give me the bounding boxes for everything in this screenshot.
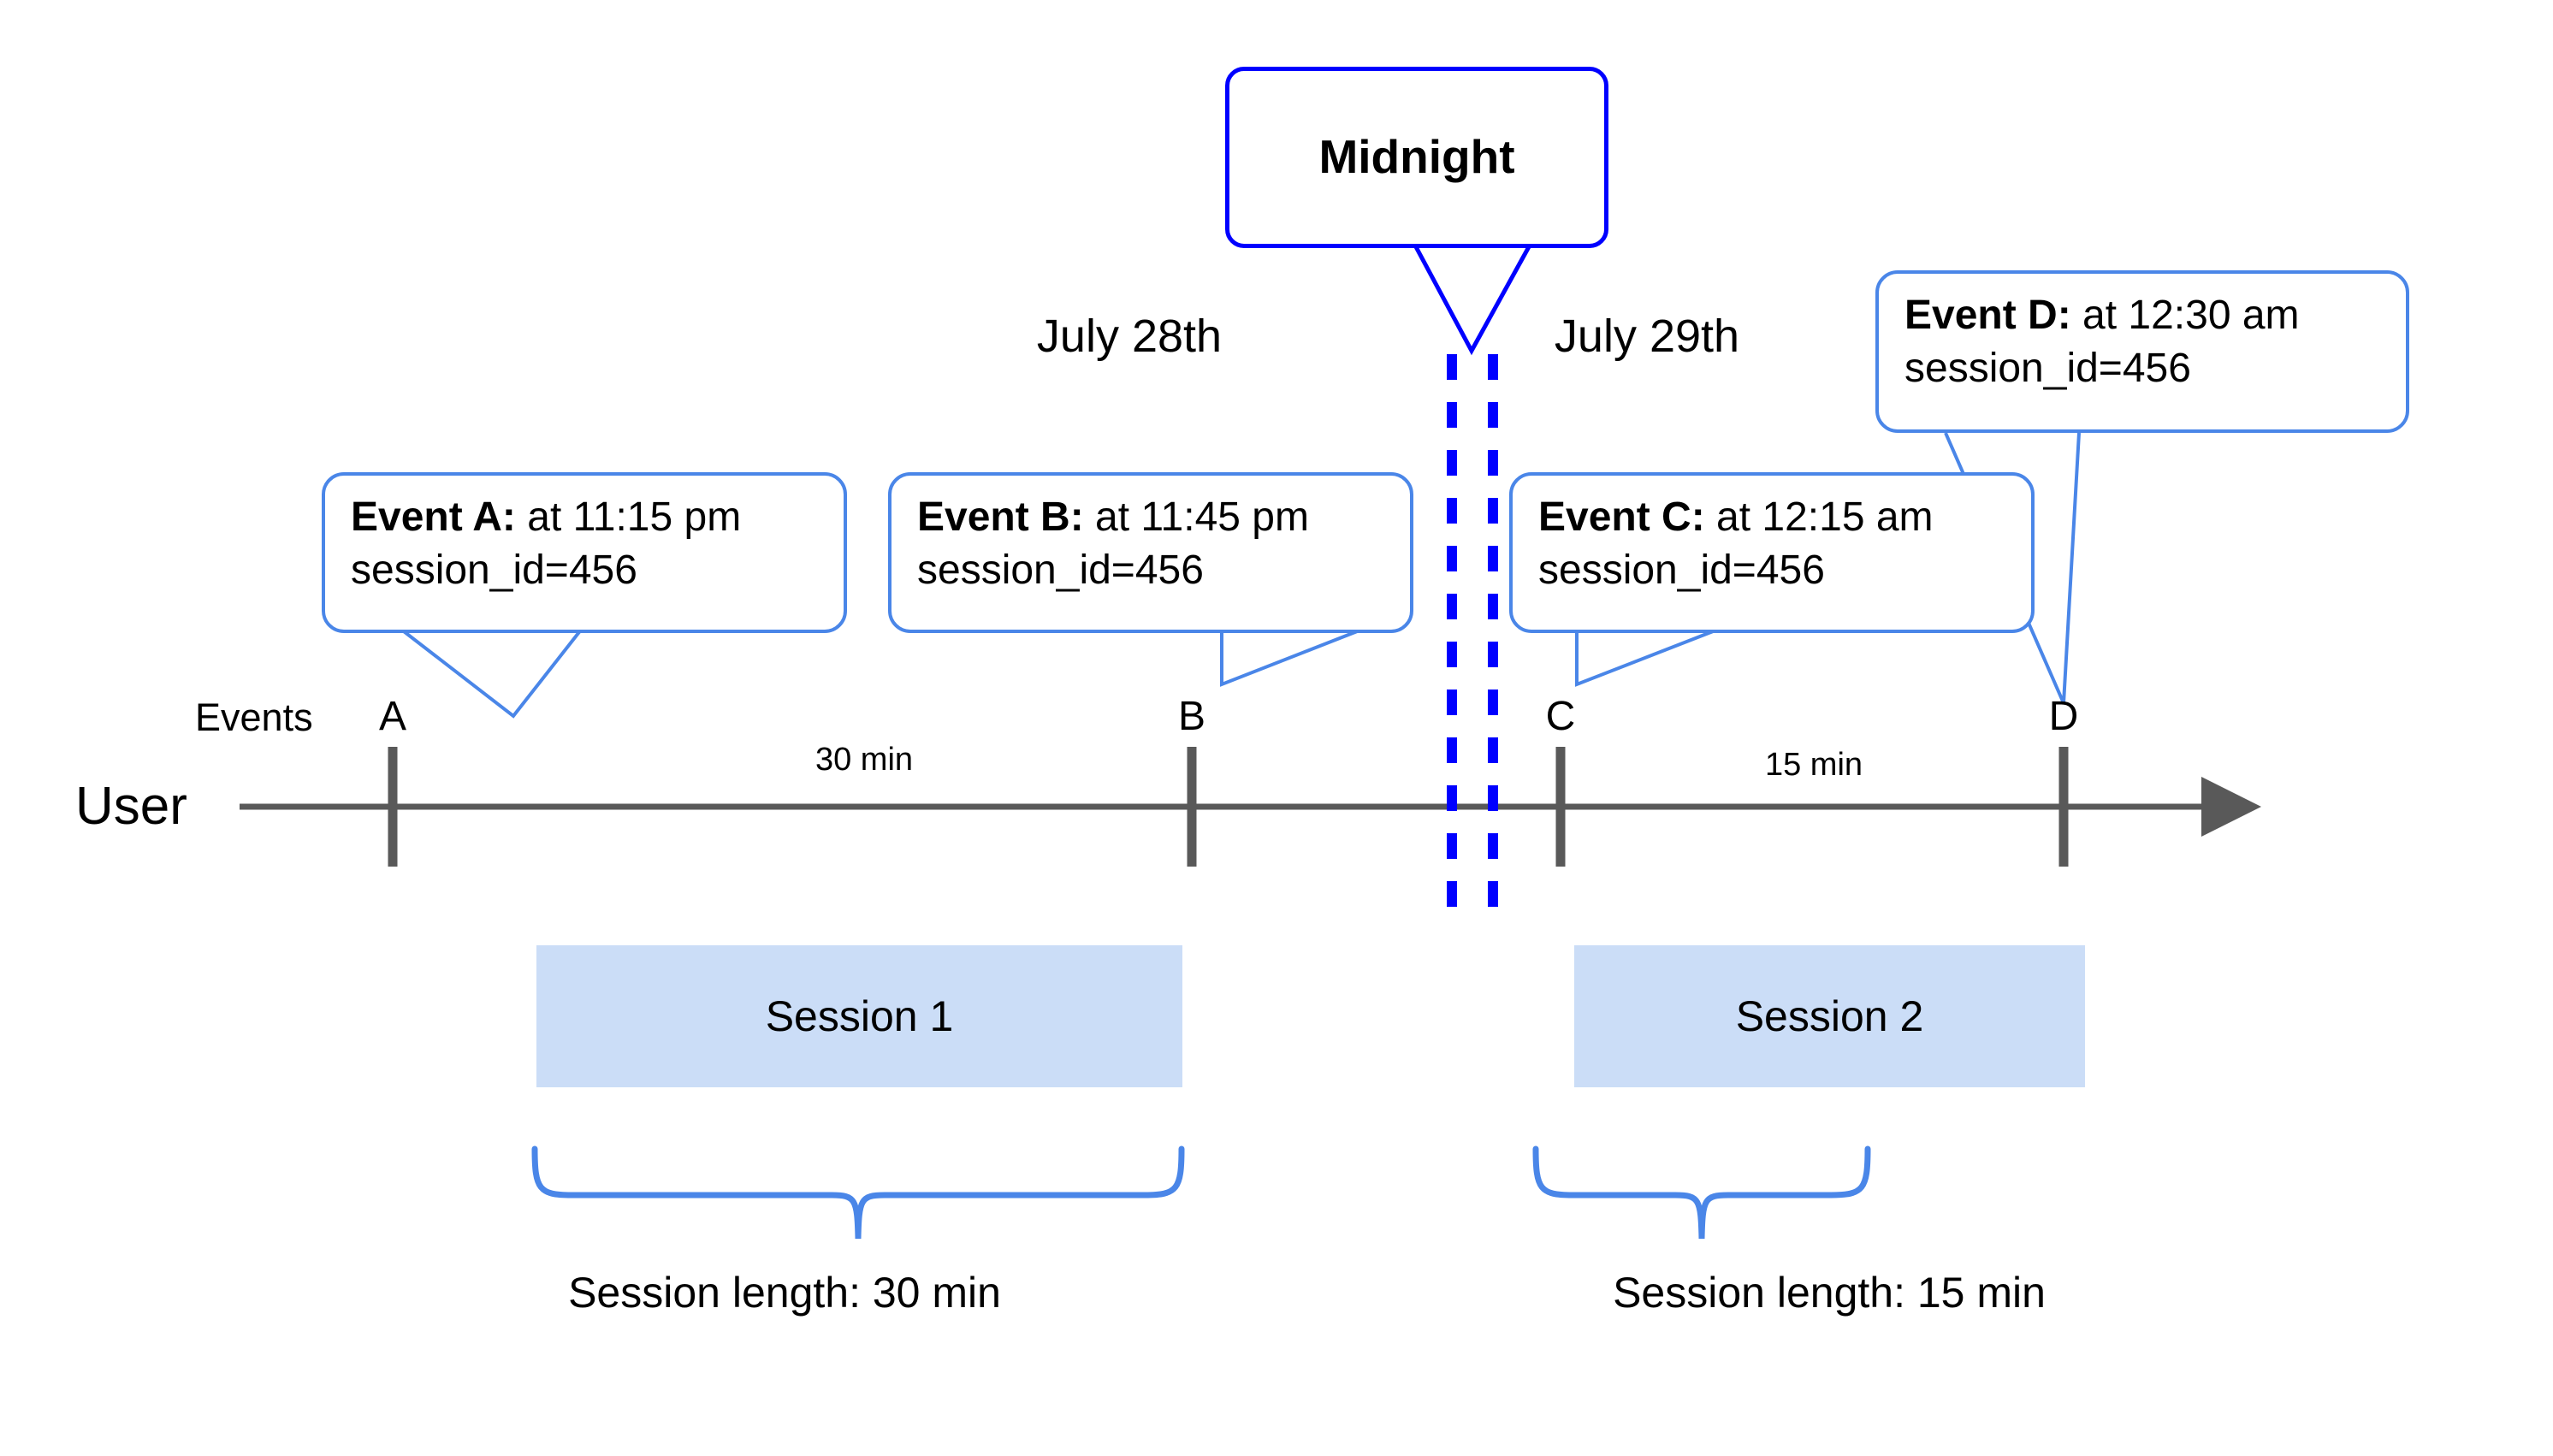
midnight-callout: Midnight bbox=[1225, 67, 1608, 248]
event-a-callout-line-2: session_id=456 bbox=[351, 547, 637, 594]
event-d-callout: Event D: at 12:30 am session_id=456 bbox=[1875, 270, 2409, 433]
session-1-bar-label: Session 1 bbox=[765, 992, 954, 1040]
session-1-length-label: Session length: 30 min bbox=[568, 1269, 1001, 1317]
event-d-time: at 12:30 am bbox=[2070, 293, 2300, 338]
event-c-time: at 12:15 am bbox=[1704, 494, 1934, 540]
events-row-label: Events bbox=[195, 695, 313, 739]
event-c-callout-line-1: Event C: at 12:15 am bbox=[1538, 491, 2009, 544]
tick-label-d: D bbox=[2048, 694, 2079, 739]
event-d-callout-line-2: session_id=456 bbox=[1904, 346, 2191, 392]
session-1-bar: Session 1 bbox=[536, 945, 1182, 1087]
event-a-callout: Event A: at 11:15 pm session_id=456 bbox=[322, 472, 847, 633]
session-2-bar: Session 2 bbox=[1574, 945, 2085, 1087]
tick-label-a: A bbox=[378, 694, 407, 739]
tick-label-b: B bbox=[1177, 694, 1206, 739]
event-b-callout-line-1: Event B: at 11:45 pm bbox=[917, 491, 1388, 544]
session-2-brace bbox=[1532, 1145, 1871, 1240]
event-a-callout-line-1: Event A: at 11:15 pm bbox=[351, 491, 821, 544]
event-c-callout-line-2: session_id=456 bbox=[1538, 547, 1825, 594]
event-c-callout-tail bbox=[1575, 627, 1721, 687]
event-a-time: at 11:15 pm bbox=[515, 494, 742, 540]
interval-label-30-min: 30 min bbox=[814, 742, 914, 778]
event-b-callout: Event B: at 11:45 pm session_id=456 bbox=[888, 472, 1413, 633]
event-b-callout-tail bbox=[1220, 627, 1365, 687]
date-label-july-28: July 28th bbox=[1036, 311, 1223, 362]
session-1-brace bbox=[531, 1145, 1185, 1240]
event-c-callout: Event C: at 12:15 am session_id=456 bbox=[1509, 472, 2035, 633]
event-a-callout-tail bbox=[399, 627, 583, 719]
session-2-length-label: Session length: 15 min bbox=[1613, 1269, 2046, 1317]
event-b-time: at 11:45 pm bbox=[1083, 494, 1309, 540]
event-c-title: Event C: bbox=[1538, 494, 1705, 540]
midnight-callout-label: Midnight bbox=[1318, 130, 1515, 184]
event-a-title: Event A: bbox=[351, 494, 516, 540]
event-d-title: Event D: bbox=[1904, 293, 2071, 338]
user-row-label: User bbox=[75, 777, 187, 836]
session-2-bar-label: Session 2 bbox=[1735, 992, 1924, 1040]
event-b-title: Event B: bbox=[917, 494, 1084, 540]
event-d-callout-line-1: Event D: at 12:30 am bbox=[1904, 289, 2384, 342]
interval-label-15-min: 15 min bbox=[1764, 747, 1863, 783]
date-label-july-29: July 29th bbox=[1554, 311, 1740, 362]
event-b-callout-line-2: session_id=456 bbox=[917, 547, 1204, 594]
midnight-callout-tail bbox=[1411, 240, 1534, 356]
tick-label-c: C bbox=[1545, 694, 1576, 739]
